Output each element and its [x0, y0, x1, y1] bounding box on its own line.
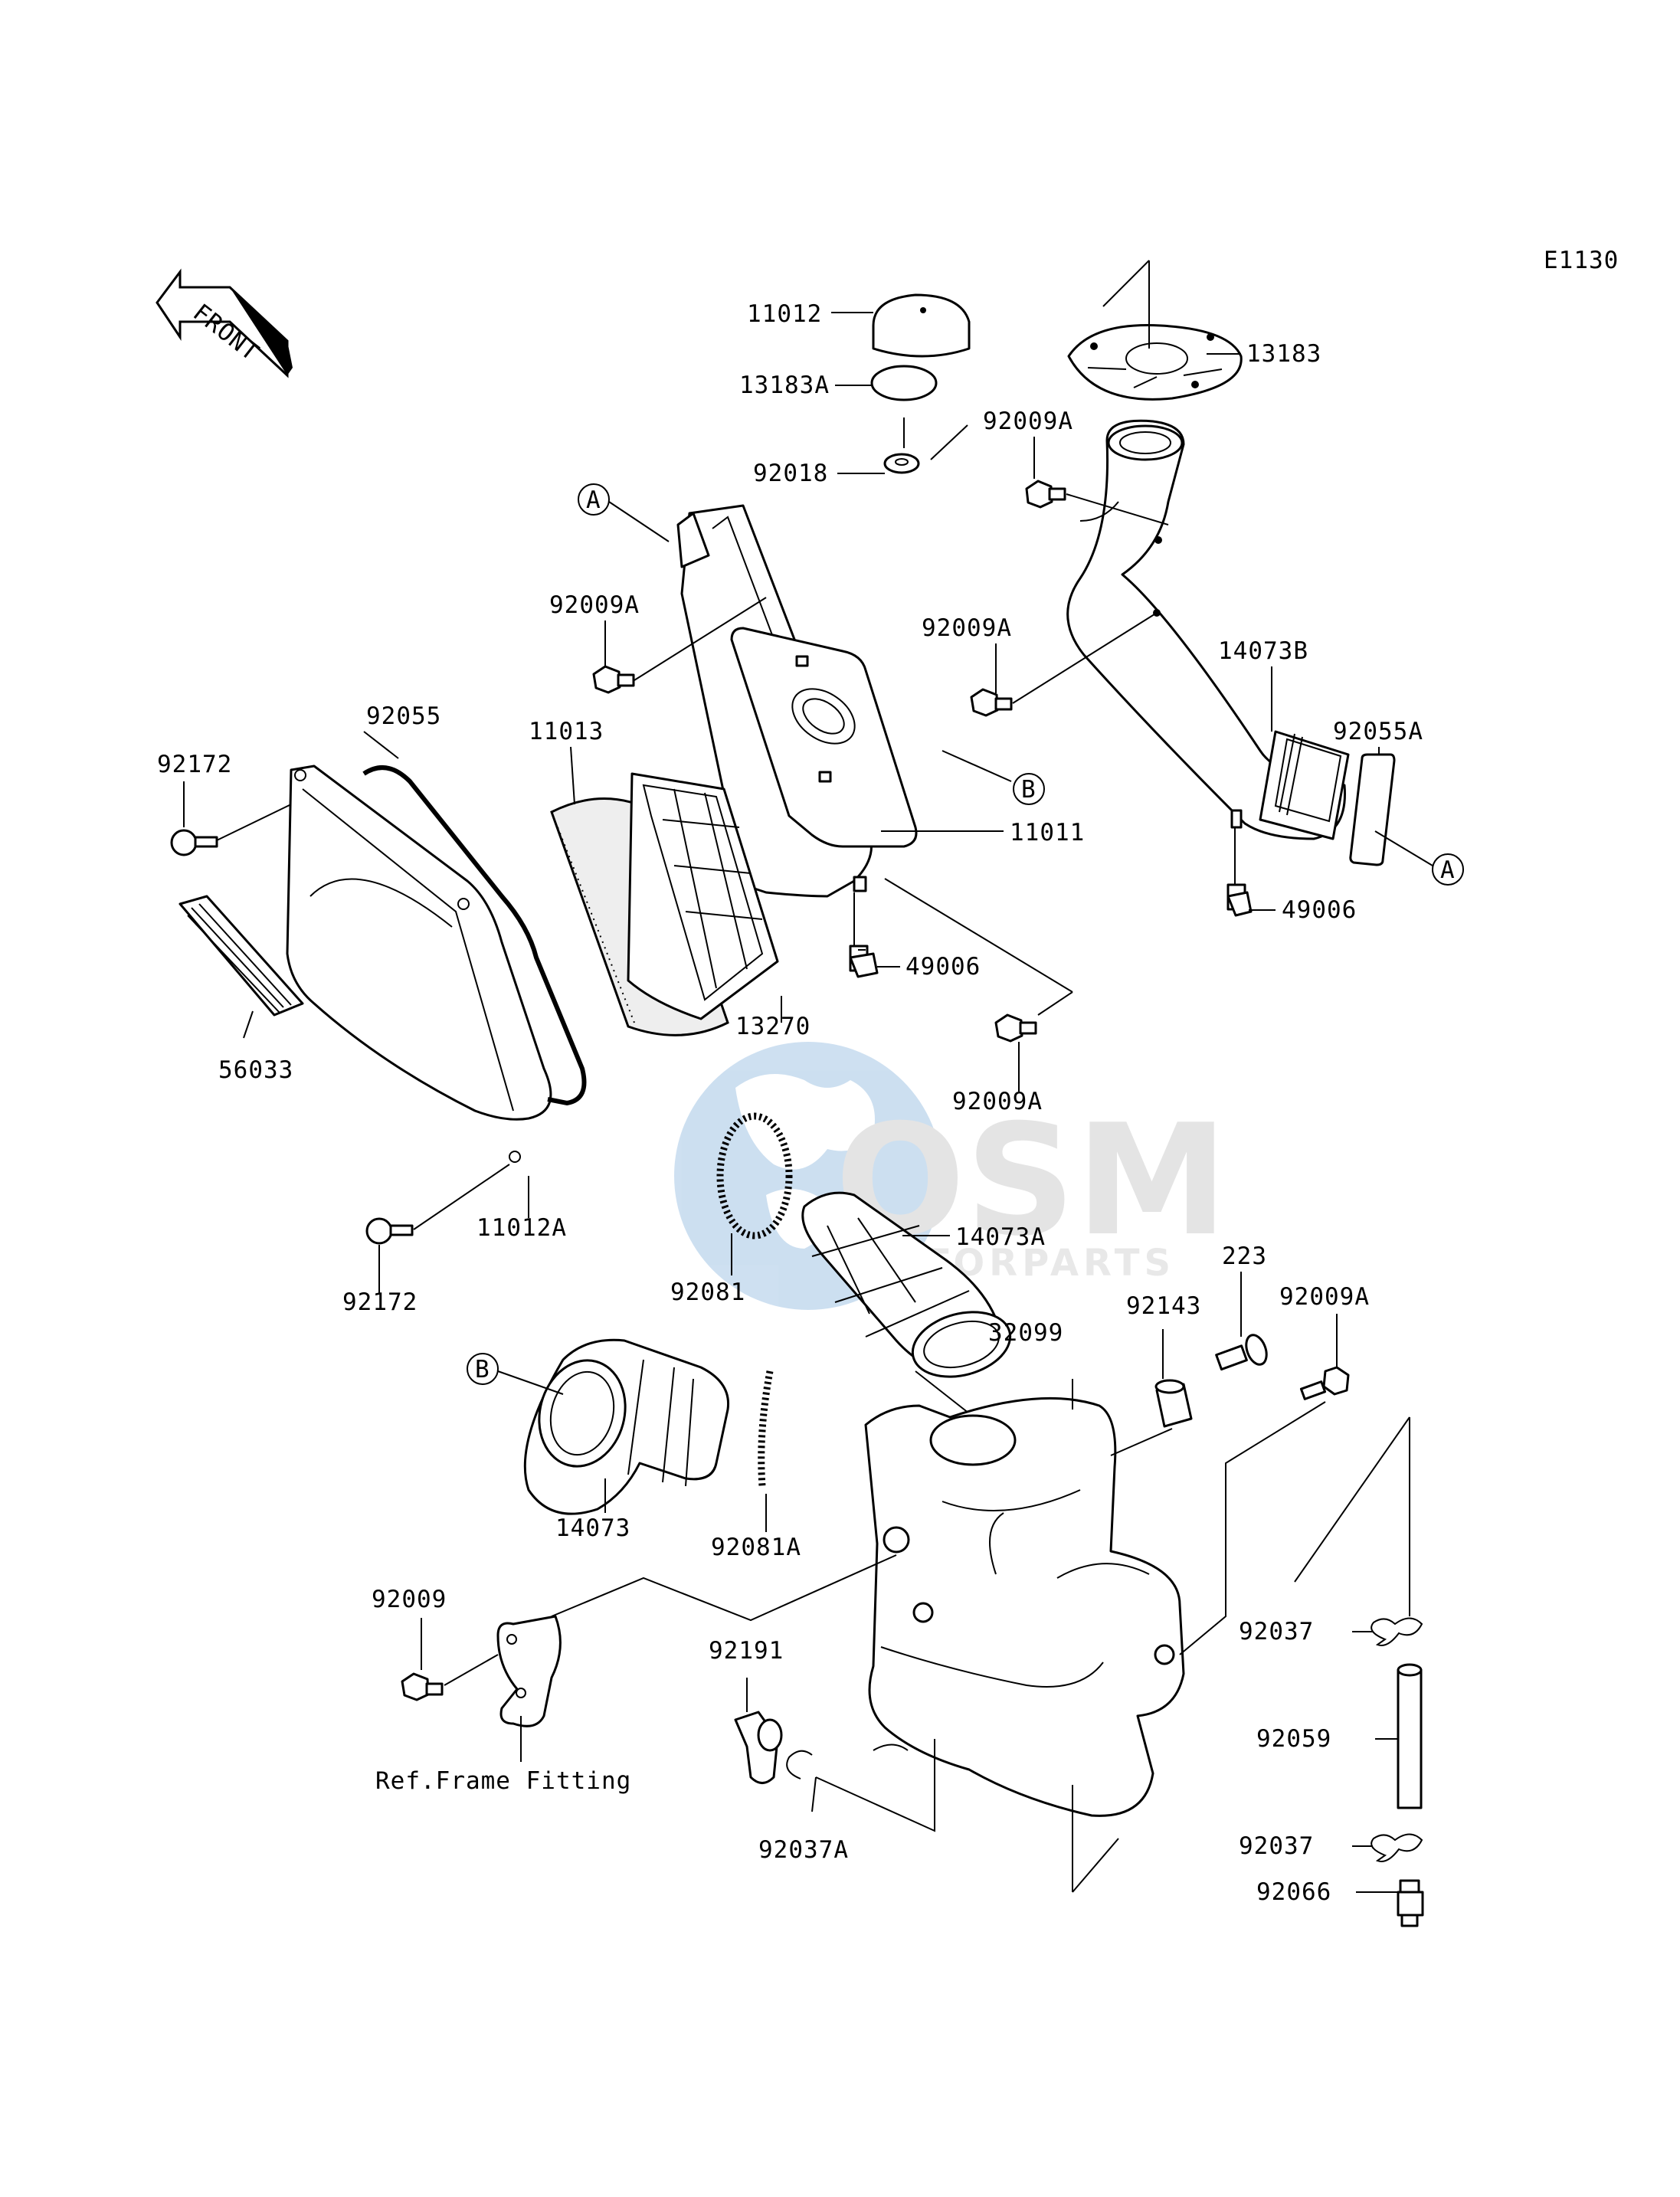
- part-14073A-duct: [801, 1191, 1012, 1378]
- part-49006-fitting-mid: [849, 945, 879, 978]
- ref-circle-b-top: B: [1013, 773, 1045, 805]
- label-92066: 92066: [1256, 1878, 1331, 1906]
- part-11012-cap: [872, 293, 971, 358]
- part-14073-duct: [523, 1338, 730, 1515]
- ref-label: B: [1021, 776, 1036, 804]
- label-11011: 11011: [1010, 819, 1085, 846]
- part-92018-washer: [883, 453, 920, 474]
- label-49006-right: 49006: [1282, 896, 1357, 924]
- part-92009A-bolt-4: [994, 1013, 1037, 1043]
- part-11012A-cover: [286, 765, 552, 1163]
- ref-label: A: [586, 486, 601, 514]
- label-92081: 92081: [670, 1279, 745, 1306]
- part-92055-seal: [362, 765, 587, 1106]
- label-92009A-left: 92009A: [549, 591, 640, 619]
- ref-label: B: [475, 1356, 490, 1383]
- part-14073B-duct: [1066, 419, 1350, 840]
- label-92037-top: 92037: [1239, 1618, 1314, 1645]
- label-13183: 13183: [1246, 340, 1321, 368]
- part-92037-clamp-bottom: [1371, 1833, 1423, 1862]
- label-92009: 92009: [372, 1586, 447, 1613]
- ref-label: A: [1440, 856, 1456, 884]
- part-13183A-disk: [870, 365, 938, 401]
- part-11011-air-box: [676, 504, 918, 898]
- label-13183A: 13183A: [739, 372, 830, 399]
- label-92009A-mid: 92009A: [922, 614, 1012, 642]
- label-11012: 11012: [747, 300, 822, 328]
- label-92037-bottom: 92037: [1239, 1832, 1314, 1860]
- label-92009A-right: 92009A: [1279, 1283, 1370, 1311]
- part-92081-clamp: [716, 1112, 793, 1239]
- ref-circle-b-left: B: [467, 1353, 499, 1385]
- label-92009A-top: 92009A: [983, 408, 1073, 435]
- part-92191-fitting: [734, 1711, 783, 1784]
- label-92055A: 92055A: [1333, 718, 1423, 745]
- part-92009-bolt: [401, 1672, 444, 1701]
- label-49006-mid: 49006: [905, 953, 981, 981]
- part-13270-filter-frame: [627, 772, 779, 1020]
- diagram-code: E1130: [1544, 247, 1619, 274]
- label-11012A: 11012A: [476, 1214, 567, 1242]
- label-13270: 13270: [735, 1013, 811, 1040]
- label-14073A: 14073A: [955, 1223, 1046, 1251]
- part-13183-plate: [1067, 324, 1243, 401]
- label-11013: 11013: [529, 718, 604, 745]
- part-92009A-bolt-2: [592, 665, 635, 694]
- label-92172-top: 92172: [157, 751, 232, 778]
- label-92143: 92143: [1126, 1292, 1201, 1320]
- label-56033: 56033: [218, 1056, 293, 1084]
- watermark: OSM MOTORPARTS: [674, 1042, 1228, 1310]
- label-92191: 92191: [709, 1637, 784, 1665]
- part-56033-label: [178, 895, 304, 1017]
- label-223: 223: [1222, 1243, 1267, 1270]
- label-92172-bottom: 92172: [342, 1288, 418, 1316]
- part-92143-collar: [1154, 1379, 1193, 1428]
- part-92055A-seal: [1349, 753, 1396, 866]
- label-14073: 14073: [555, 1514, 630, 1542]
- part-92009A-bolt-5: [1299, 1366, 1350, 1400]
- part-223-screw: [1215, 1334, 1268, 1371]
- label-14073B: 14073B: [1218, 637, 1308, 665]
- label-92018: 92018: [753, 460, 828, 487]
- part-92009A-bolt-3: [970, 688, 1013, 717]
- part-92037A-clip: [786, 1744, 909, 1780]
- label-92009A-lower: 92009A: [952, 1088, 1043, 1115]
- part-92037-clamp-top: [1371, 1617, 1423, 1646]
- front-arrow-icon: FRONT: [156, 268, 293, 378]
- label-32099: 32099: [988, 1319, 1063, 1347]
- ref-circle-a-right: A: [1432, 853, 1464, 886]
- part-92009A-bolt-1: [1025, 480, 1066, 509]
- label-92055: 92055: [366, 702, 441, 730]
- ref-circle-a-top: A: [578, 483, 610, 516]
- part-92172-screw-top: [170, 829, 218, 856]
- part-92059-hose: [1397, 1663, 1423, 1809]
- label-92037A: 92037A: [758, 1836, 849, 1864]
- part-49006-fitting-right: [1226, 883, 1253, 917]
- label-92081A: 92081A: [711, 1534, 801, 1561]
- ref-frame-fitting-note: Ref.Frame Fitting: [375, 1767, 631, 1795]
- part-32099-tank: [864, 1396, 1185, 1817]
- label-92059: 92059: [1256, 1725, 1331, 1753]
- part-92066-plug: [1397, 1879, 1424, 1927]
- part-92172-screw-bottom: [365, 1217, 414, 1245]
- part-92081A-clamp: [758, 1370, 774, 1487]
- part-frame-bracket: [496, 1615, 562, 1727]
